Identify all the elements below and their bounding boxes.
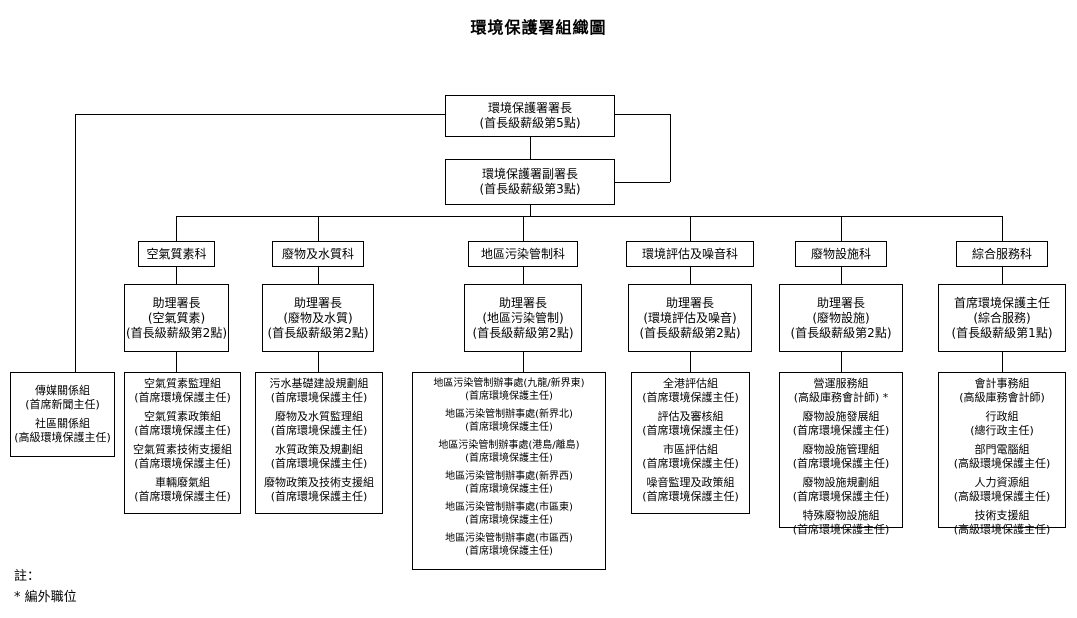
connector-bus-dept-3	[523, 216, 524, 241]
connector-head-list-6	[1002, 352, 1003, 372]
deputy-rank: (首長級薪級第3點)	[479, 182, 581, 196]
list-item: 人力資源組 (高級環境保護主任)	[953, 476, 1051, 503]
box-director[interactable]: 環境保護署署長 (首長級薪級第5點)	[445, 95, 615, 137]
list-item: 廢物設施管理組 (首席環境保護主任)	[792, 443, 890, 470]
list-item: 地區污染管制辦事處(港島/離島) (首席環境保護主任)	[438, 440, 580, 464]
dept-label: 空氣質素科	[146, 246, 207, 261]
list-item: 評估及審核組 (首席環境保護主任)	[642, 410, 739, 437]
connector-left-spine	[75, 114, 76, 374]
list-item: 地區污染管制辦事處(市區東) (首席環境保護主任)	[445, 502, 573, 526]
connector-dept-head-4	[690, 267, 691, 284]
dept-box-air-quality[interactable]: 空氣質素科	[138, 241, 215, 267]
connector-head-list-1	[176, 352, 177, 372]
list-item: 地區污染管制辦事處(九龍/新界東) (首席環境保護主任)	[433, 378, 585, 402]
list-item: 廢物及水質監理組 (首席環境保護主任)	[270, 410, 368, 437]
list-item: 特殊廢物設施組 (首席環境保護主任)	[792, 509, 890, 536]
dept-label: 廢物設施科	[810, 246, 871, 261]
dept-label: 地區污染管制科	[480, 246, 565, 261]
head-box-regional-pollution[interactable]: 助理署長 (地區污染管制) (首長級薪級第2點)	[464, 284, 582, 352]
list-item: 廢物設施規劃組 (首席環境保護主任)	[792, 476, 890, 503]
list-item: 傳媒關係組 (首席新聞主任)	[25, 384, 100, 411]
list-item: 地區污染管制辦事處(新界西) (首席環境保護主任)	[445, 471, 573, 495]
dept-box-waste-facilities[interactable]: 廢物設施科	[795, 241, 887, 267]
connector-bus-dept-6	[1002, 216, 1003, 241]
list-item: 營運服務組 (高級庫務會計師) *	[793, 377, 889, 404]
list-item: 車輛廢氣組 (首席環境保護主任)	[134, 476, 231, 503]
list-item: 市區評估組 (首席環境保護主任)	[642, 443, 739, 470]
list-item: 社區關係組 (高級環境保護主任)	[14, 417, 111, 444]
dept-box-eia-noise[interactable]: 環境評估及噪音科	[626, 241, 754, 267]
footnote-label: 註：	[14, 569, 41, 584]
head-box-waste-water[interactable]: 助理署長 (廢物及水質) (首長級薪級第2點)	[262, 284, 374, 352]
list-item: 廢物設施發展組 (首席環境保護主任)	[792, 410, 890, 437]
connector-dept-head-1	[176, 267, 177, 284]
list-item: 空氣質素政策組 (首席環境保護主任)	[134, 410, 231, 437]
connector-director-deputy	[530, 137, 531, 159]
connector-deputy-down	[530, 205, 531, 216]
connector-deputy-right	[615, 182, 670, 183]
page-title: 環境保護署組織圖	[470, 18, 607, 37]
head-box-eia-noise[interactable]: 助理署長 (環境評估及噪音) (首長級薪級第2點)	[628, 284, 752, 352]
unit-media-community-relations[interactable]: 傳媒關係組 (首席新聞主任) 社區關係組 (高級環境保護主任)	[10, 372, 115, 457]
dept-box-regional-pollution[interactable]: 地區污染管制科	[468, 241, 578, 267]
box-deputy-director[interactable]: 環境保護署副署長 (首長級薪級第3點)	[445, 159, 615, 205]
list-item: 行政組 (總行政主任)	[970, 410, 1034, 437]
list-item: 會計事務組 (高級庫務會計師)	[959, 377, 1045, 404]
group-list-air-quality[interactable]: 空氣質素監理組 (首席環境保護主任) 空氣質素政策組 (首席環境保護主任) 空氣…	[124, 372, 241, 514]
connector-head-list-2	[318, 352, 319, 372]
list-item: 污水基礎建設規劃組 (首席環境保護主任)	[269, 377, 369, 404]
connector-dept-head-3	[523, 267, 524, 284]
connector-bus-dept-1	[176, 216, 177, 241]
connector-dept-bus	[176, 216, 1002, 217]
dept-label: 綜合服務科	[971, 246, 1032, 261]
list-item: 空氣質素監理組 (首席環境保護主任)	[134, 377, 231, 404]
head-box-air-quality[interactable]: 助理署長 (空氣質素) (首長級薪級第2點)	[124, 284, 229, 352]
connector-dept-head-5	[841, 267, 842, 284]
connector-bus-dept-4	[690, 216, 691, 241]
list-item: 地區污染管制辦事處(市區西) (首席環境保護主任)	[445, 533, 573, 557]
group-list-waste-facilities[interactable]: 營運服務組 (高級庫務會計師) * 廢物設施發展組 (首席環境保護主任) 廢物設…	[779, 372, 903, 536]
group-list-regional-pollution[interactable]: 地區污染管制辦事處(九龍/新界東) (首席環境保護主任) 地區污染管制辦事處(新…	[412, 372, 606, 570]
list-item: 空氣質素技術支援組 (首席環境保護主任)	[133, 443, 232, 470]
dept-box-waste-water[interactable]: 廢物及水質科	[272, 241, 364, 267]
list-item: 噪音監理及政策組 (首席環境保護主任)	[642, 476, 739, 503]
deputy-title: 環境保護署副署長	[481, 167, 578, 181]
dept-box-general-services[interactable]: 綜合服務科	[956, 241, 1048, 267]
head-box-general-services[interactable]: 首席環境保護主任 (綜合服務) (首長級薪級第1點)	[938, 284, 1066, 352]
footnote-text: * 編外職位	[14, 590, 77, 605]
list-item: 部門電腦組 (高級環境保護主任)	[953, 443, 1051, 470]
group-list-general-services[interactable]: 會計事務組 (高級庫務會計師) 行政組 (總行政主任) 部門電腦組 (高級環境保…	[938, 372, 1066, 536]
connector-director-right	[615, 114, 670, 115]
list-item: 水質政策及規劃組 (首席環境保護主任)	[270, 443, 368, 470]
connector-head-list-5	[841, 352, 842, 372]
connector-director-left	[75, 114, 445, 115]
connector-right-spine	[670, 114, 671, 182]
connector-head-list-3	[523, 352, 524, 372]
dept-label: 環境評估及噪音科	[641, 246, 738, 261]
head-box-waste-facilities[interactable]: 助理署長 (廢物設施) (首長級薪級第2點)	[779, 284, 903, 352]
dept-label: 廢物及水質科	[281, 246, 354, 261]
connector-dept-head-2	[318, 267, 319, 284]
connector-head-list-4	[690, 352, 691, 372]
list-item: 廢物政策及技術支援組 (首席環境保護主任)	[264, 476, 374, 503]
list-item: 地區污染管制辦事處(新界北) (首席環境保護主任)	[445, 409, 573, 433]
director-rank: (首長級薪級第5點)	[479, 116, 581, 130]
director-title: 環境保護署署長	[487, 101, 572, 115]
group-list-eia-noise[interactable]: 全港評估組 (首席環境保護主任) 評估及審核組 (首席環境保護主任) 市區評估組…	[631, 372, 750, 514]
list-item: 技術支援組 (高級環境保護主任)	[953, 509, 1051, 536]
connector-bus-dept-2	[318, 216, 319, 241]
connector-dept-head-6	[1002, 267, 1003, 284]
connector-bus-dept-5	[841, 216, 842, 241]
list-item: 全港評估組 (首席環境保護主任)	[642, 377, 739, 404]
group-list-waste-water[interactable]: 污水基礎建設規劃組 (首席環境保護主任) 廢物及水質監理組 (首席環境保護主任)…	[255, 372, 383, 514]
